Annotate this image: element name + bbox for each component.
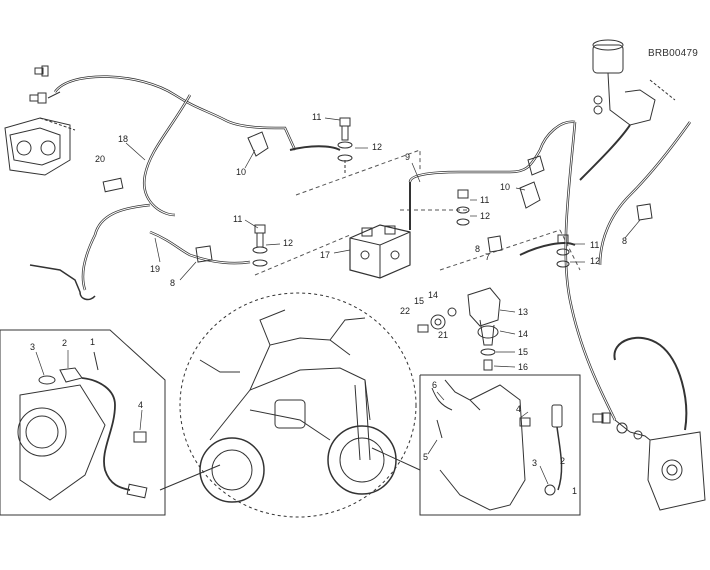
part-number-label: 1 (572, 486, 577, 496)
part-number-label: 4 (516, 404, 521, 414)
drawing-code: BRB00479 (648, 48, 698, 59)
part-number-label: 15 (414, 296, 424, 306)
detail-leader-lines (159, 447, 421, 491)
part-number-label: 9 (405, 152, 410, 162)
part-number-label: 4 (138, 400, 143, 410)
hose-clip-10-left (247, 131, 269, 157)
rear-brake-pipe-9 (408, 120, 576, 256)
banjo-bolt-top-left (29, 65, 61, 104)
part-number-label: 21 (438, 330, 448, 340)
part-number-label: 6 (432, 380, 437, 390)
part-number-label: 2 (62, 338, 67, 348)
front-wheel-speed-sensor-detail (0, 329, 166, 516)
part-number-label: 1 (90, 337, 95, 347)
rear-brake-hose-right (564, 121, 692, 433)
banjo-bolt-right (592, 412, 643, 440)
part-number-label: 11 (312, 112, 321, 122)
part-number-label: 7 (485, 252, 490, 262)
front-brake-hose-lower (29, 203, 251, 301)
part-number-label: 16 (518, 362, 528, 372)
assembly-guide-lines (254, 149, 581, 276)
part-number-label: 3 (30, 342, 35, 352)
rear-wheel-speed-sensor-detail (419, 374, 581, 516)
part-number-label: 12 (372, 142, 382, 152)
hose-clip-8-right (487, 203, 653, 253)
front-master-cylinder (579, 39, 676, 181)
part-number-label: 10 (500, 182, 510, 192)
part-number-label: 8 (622, 236, 627, 246)
hose-clip-20 (102, 177, 124, 193)
hose-clip-10-right (519, 155, 545, 209)
motorcycle-outline (179, 292, 417, 518)
hose-clip-8-left (195, 245, 213, 263)
abs-mounting-bracket (417, 287, 501, 371)
part-number-label: 3 (532, 458, 537, 468)
part-number-label: 22 (400, 306, 410, 316)
part-number-label: 13 (518, 307, 528, 317)
part-number-label: 17 (320, 250, 330, 260)
bolt-washer-set-right (456, 189, 570, 268)
part-number-label: 20 (95, 154, 105, 164)
bolt-washer-set-top (337, 117, 353, 175)
front-brake-hose-upper (53, 75, 341, 217)
part-number-label: 10 (236, 167, 246, 177)
part-number-label: 11 (233, 214, 242, 224)
part-number-label: 14 (428, 290, 438, 300)
part-number-label: 12 (283, 238, 293, 248)
rear-caliper (613, 336, 706, 511)
part-number-label: 5 (423, 452, 428, 462)
abs-control-unit (349, 224, 411, 279)
part-number-label: 12 (590, 256, 600, 266)
part-number-labels: 1820101112910111287111281112198171415222… (30, 112, 627, 496)
part-number-label: 11 (480, 195, 489, 205)
part-number-label: 18 (118, 134, 128, 144)
part-number-label: 15 (518, 347, 528, 357)
part-number-label: 12 (480, 211, 490, 221)
part-number-label: 14 (518, 329, 528, 339)
part-number-label: 11 (590, 240, 599, 250)
front-caliper-left (4, 117, 76, 176)
part-number-label: 8 (475, 244, 480, 254)
label-leader-lines (35, 117, 641, 485)
part-number-label: 2 (560, 456, 565, 466)
part-number-label: 8 (170, 278, 175, 288)
part-number-label: 19 (150, 264, 160, 274)
bolt-washer-set-left-mid (252, 224, 268, 267)
